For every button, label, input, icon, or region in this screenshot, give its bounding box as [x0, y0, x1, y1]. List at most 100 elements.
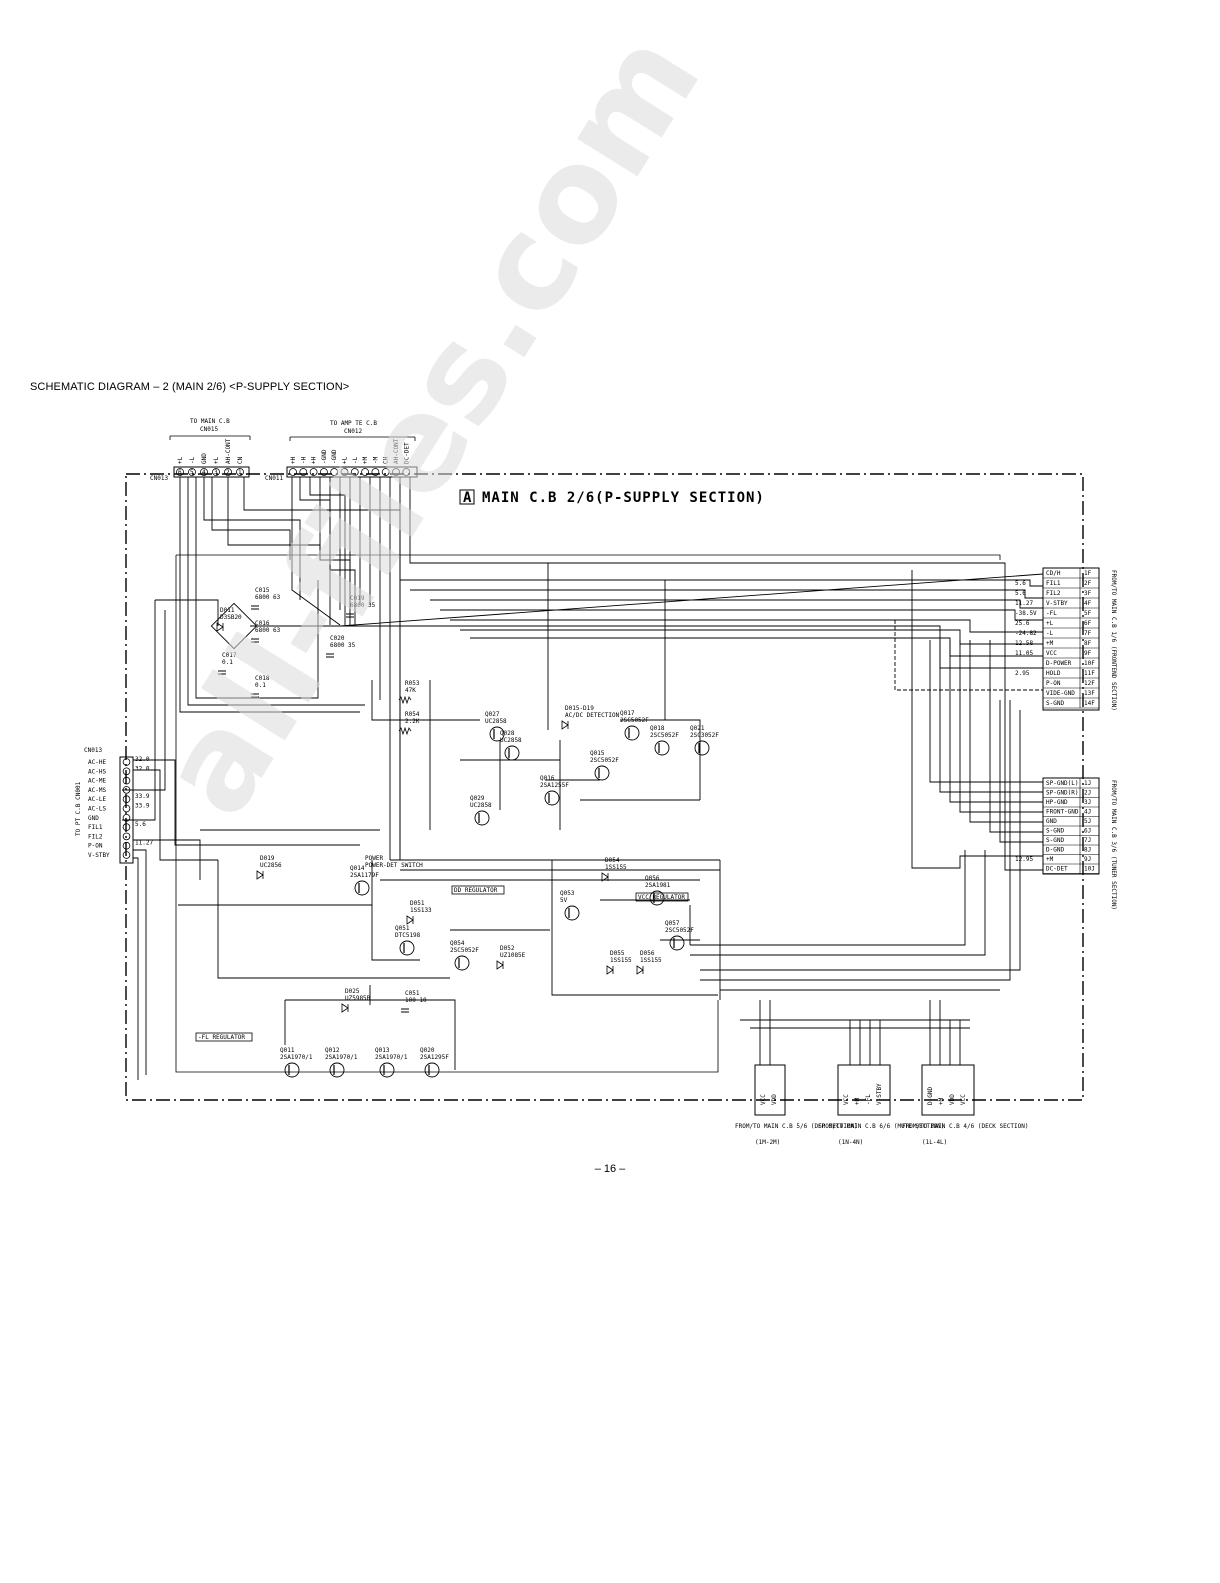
connector-net-label: V-STBY	[1046, 600, 1068, 607]
connector-pin	[402, 468, 411, 476]
resistor-symbol	[398, 726, 412, 736]
bottom-connector-title: FROM/TO MAIN C.B 4/6 (DECK SECTION)	[902, 1123, 1028, 1130]
connector-pin-label: +L	[177, 456, 184, 464]
connector-pin-number: 8F	[1084, 640, 1092, 647]
connector-pin	[176, 468, 184, 476]
connector-pin-number: 2F	[1084, 580, 1092, 587]
connector-pin-label: -L	[352, 456, 359, 464]
connector-pin-number: 3J	[1084, 799, 1091, 806]
connector-pin-label: -GND	[321, 449, 328, 464]
connector-net-label: SP-GND(R)	[1046, 790, 1079, 797]
connector-net-voltage: 12.95	[1015, 856, 1033, 863]
connector-net-label: +L	[1046, 620, 1054, 627]
component-ref: Q027	[485, 711, 500, 718]
connector-net-voltage: 5.6	[1015, 580, 1026, 587]
connector-net-label: S-GND	[1046, 837, 1064, 844]
connector-pin-label: AC-LS	[88, 806, 106, 813]
connector-pin-label: GND	[201, 453, 208, 464]
connector-pin	[299, 468, 308, 476]
diode-symbol	[406, 915, 414, 925]
component-value: 2SA1970/1	[375, 1054, 408, 1061]
connector-pin	[224, 468, 232, 476]
connector-pin-label: AC-ME	[88, 778, 106, 785]
diode-symbol	[636, 965, 644, 975]
connector-net-label: SP-GND(L)	[1046, 780, 1079, 787]
component-value: D3SB20	[220, 614, 242, 621]
connector-net-label: D-GND	[1046, 847, 1064, 854]
bottom-connector-pin-label: D-GND	[927, 1087, 934, 1105]
bottom-connector-pin-label: +M	[938, 1097, 945, 1105]
connector-pin-number: 4F	[1084, 600, 1092, 607]
component-value: UC2858	[500, 737, 522, 744]
connector-pin	[330, 468, 339, 476]
connector-pin-number: 6F	[1084, 620, 1092, 627]
component-value: 0.1	[255, 682, 266, 689]
component-value: 2SA1295F	[420, 1054, 449, 1061]
transistor-symbol	[424, 1062, 440, 1078]
diode-symbol	[496, 960, 504, 970]
component-ref: Q012	[325, 1047, 340, 1054]
connector-pin-label: -M	[372, 456, 379, 464]
component-ref: D054	[605, 857, 620, 864]
connector-pin-number: 8J	[1084, 847, 1091, 854]
component-ref: C019	[350, 595, 365, 602]
connector-net-voltage: -38.5V	[1015, 610, 1037, 617]
transistor-symbol	[454, 955, 470, 971]
component-value: POWER-DET SWITCH	[365, 862, 423, 869]
connector-pin	[212, 468, 220, 476]
diode-symbol	[561, 720, 569, 730]
connector-pin-voltage: 5.6	[135, 821, 146, 828]
connector-pin	[122, 841, 131, 850]
connector-pin-number: 11F	[1084, 670, 1095, 677]
component-value: 5V	[560, 897, 568, 904]
bottom-connector-pin-label: +M	[854, 1097, 861, 1105]
connector-right-bottom: FROM/TO MAIN C.B 3/6 (TUNER SECTION) SP-…	[1015, 777, 1117, 910]
transistor-symbol	[624, 725, 640, 741]
connector-pin	[188, 468, 196, 476]
connector-pin-label: FIL1	[88, 824, 103, 831]
bottom-connector-pin-label: VDD	[949, 1094, 956, 1105]
connector-pin-number: 9F	[1084, 650, 1092, 657]
connector-pin	[122, 795, 131, 803]
connector-net-label: VCC	[1046, 650, 1057, 657]
connector-net-label: S-GND	[1046, 828, 1064, 835]
fl-regulator-label: -FL REGULATOR	[198, 1034, 245, 1041]
connector-pin	[122, 813, 131, 822]
board-label-letter: A	[463, 490, 472, 506]
diode-symbol	[256, 870, 264, 880]
transistor-symbol	[379, 1062, 395, 1078]
page-number: – 16 –	[594, 1163, 626, 1175]
connector-pin-number: 1	[238, 469, 242, 476]
connector-pin	[392, 468, 400, 476]
connector-net-label: -FL	[1046, 610, 1057, 617]
connector-pin-number: 2	[226, 469, 230, 476]
component-value: 2SA1981	[645, 882, 671, 889]
component-ref: D051	[410, 900, 425, 907]
component-value: 2SA1179F	[350, 872, 379, 879]
vcc-regulator-label: VCC REGULATOR	[638, 894, 685, 901]
regulator-labels: DD REGULATOR VCC REGULATOR -FL REGULATOR	[195, 885, 689, 1042]
connector-pin-label: FIL2	[88, 833, 103, 840]
component-ref: D052	[500, 945, 515, 952]
component-value: UZ5985B	[345, 995, 371, 1002]
transistor-symbol	[284, 1062, 300, 1078]
connector-pin	[122, 823, 131, 831]
connector-pin-label: AH-CONT	[225, 438, 232, 464]
connector-pin-number: 5J	[1084, 818, 1091, 825]
component-value: 2.2K	[405, 718, 420, 725]
component-value: 6800 63	[255, 594, 281, 601]
transistor-symbol	[329, 1062, 345, 1078]
component-ref: D019	[260, 855, 275, 862]
connector-pin-label: GND	[88, 815, 99, 822]
connector-right-top-title: FROM/TO MAIN C.B 1/6 (FRONTEND SECTION)	[1110, 570, 1117, 711]
component-ref: D015-D19	[565, 705, 594, 712]
connector-top-left-ref: CN015	[200, 426, 218, 433]
component-value: 47K	[405, 687, 416, 694]
connector-net-label: GND	[1046, 818, 1057, 825]
component-value: 1SS133	[410, 907, 432, 914]
connector-net-label: +M	[1046, 640, 1054, 647]
connector-pin	[122, 776, 131, 785]
connector-net-voltage: 5.6	[1015, 590, 1026, 597]
